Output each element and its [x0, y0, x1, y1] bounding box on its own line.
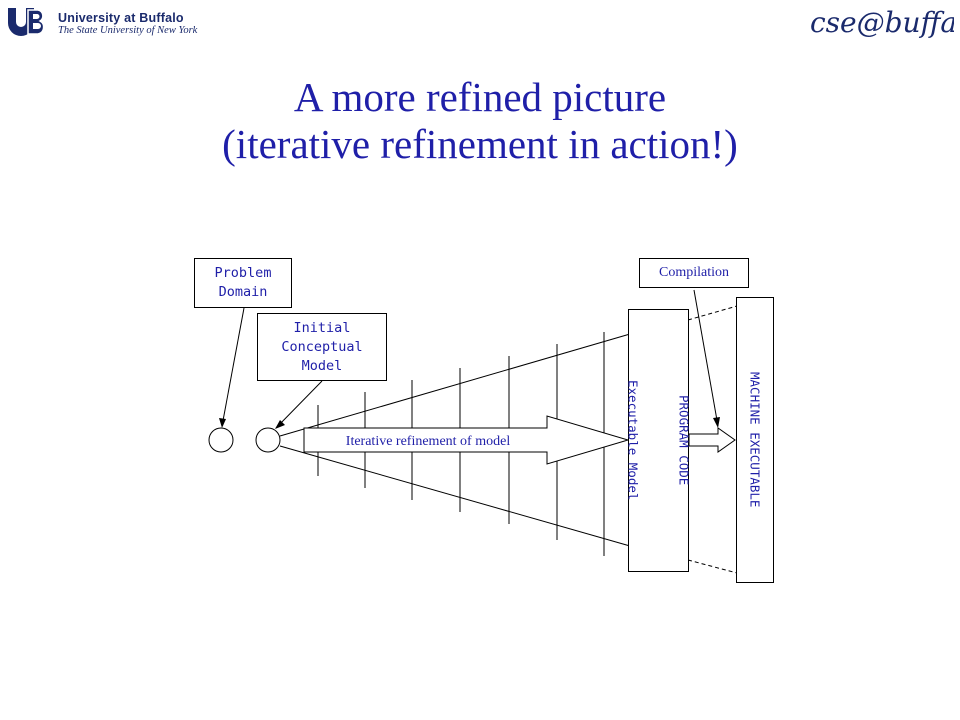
- compilation-arrow: [688, 427, 736, 453]
- iterative-refinement-arrow: [303, 415, 630, 465]
- program-code-line-2: Executable Model: [625, 380, 641, 501]
- machine-executable-label: MACHINE EXECUTABLE: [713, 372, 798, 507]
- department-logo-text: cse@buffalo: [810, 6, 954, 39]
- program-code-line-1: PROGRAM CODE: [676, 395, 692, 486]
- initial-model-pointer: [275, 380, 323, 429]
- lower-dashed-connector: [687, 559, 738, 574]
- slide-title: A more refined picture (iterative refine…: [0, 74, 960, 168]
- upper-dashed-connector: [687, 305, 738, 321]
- ub-monogram-icon: [8, 8, 45, 36]
- problem-domain-node: [208, 427, 234, 453]
- compilation-arrowhead: [713, 417, 720, 428]
- machine-executable-text: MACHINE EXECUTABLE: [747, 372, 763, 508]
- iterative-refinement-label: Iterative refinement of model: [346, 434, 511, 449]
- title-line-1: A more refined picture: [293, 74, 667, 120]
- machine-executable-box: MACHINE EXECUTABLE: [736, 297, 774, 583]
- initial-conceptual-model-box: Initial Conceptual Model: [257, 313, 387, 381]
- problem-domain-pointer: [221, 307, 245, 427]
- initial-model-node: [255, 427, 281, 453]
- compilation-box: Compilation: [639, 258, 749, 288]
- title-line-2: (iterative refinement in action!): [222, 121, 738, 167]
- university-subtitle: The State University of New York: [58, 25, 198, 36]
- initial-model-arrowhead: [275, 420, 285, 429]
- problem-domain-box: Problem Domain: [194, 258, 292, 308]
- funnel-lower-edge: [279, 445, 631, 547]
- compilation-pointer: [693, 289, 719, 427]
- problem-domain-arrowhead: [219, 418, 226, 428]
- university-name: University at Buffalo: [58, 11, 184, 25]
- program-code-label: PROGRAM CODE Executable Model: [591, 380, 727, 500]
- cse-buffalo-logo: cse@buffalo: [810, 6, 954, 39]
- program-code-box: PROGRAM CODE Executable Model: [626, 309, 692, 572]
- funnel-upper-edge: [279, 333, 631, 437]
- university-logo: University at Buffalo The State Universi…: [6, 6, 206, 40]
